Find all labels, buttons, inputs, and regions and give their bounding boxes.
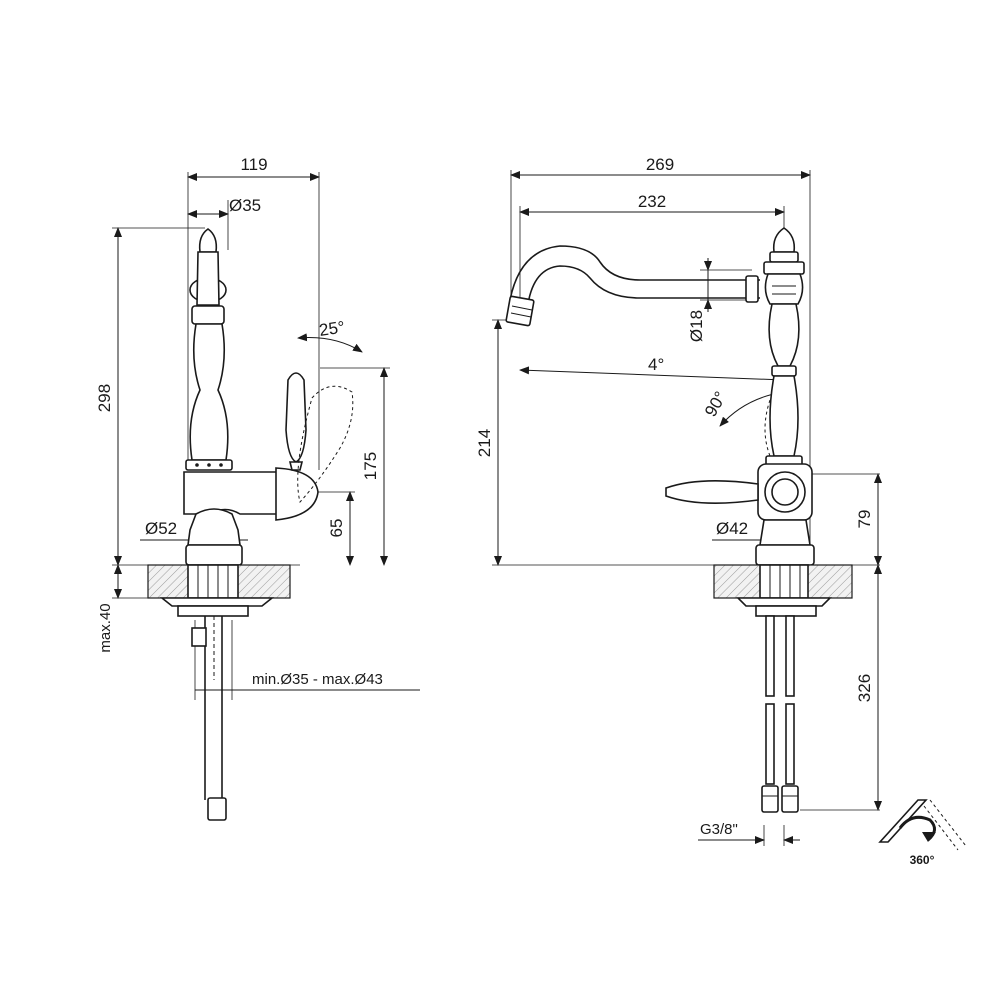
dim-thread-g38: G3/8" (700, 821, 738, 838)
dim-diameter-52: Ø52 (145, 519, 177, 538)
front-mounting-parts (736, 564, 832, 813)
dim-height-214: 214 (475, 429, 494, 457)
dim-width-232: 232 (638, 192, 666, 211)
dim-width-269: 269 (646, 155, 674, 174)
dim-diameter-42: Ø42 (716, 519, 748, 538)
side-dimension-lines (112, 173, 420, 700)
dim-height-65: 65 (327, 519, 346, 538)
dim-angle-4: 4° (648, 355, 664, 374)
dim-diameter-35: Ø35 (229, 196, 261, 215)
dim-height-175: 175 (361, 452, 380, 480)
dim-width-119: 119 (240, 155, 267, 174)
side-faucet-body (183, 228, 354, 566)
dim-hole-range: min.Ø35 - max.Ø43 (252, 671, 383, 688)
dim-angle-25: 25° (318, 318, 346, 340)
dim-angle-90: 90° (701, 388, 730, 420)
rotation-360-icon: 360° (878, 799, 967, 867)
front-view: 269 232 Ø18 4° 90° 214 Ø42 79 326 G3/8" (475, 155, 882, 846)
side-mounting-parts (159, 564, 275, 821)
front-dimension-lines (494, 171, 882, 844)
dim-height-79: 79 (855, 510, 874, 529)
front-faucet-body (505, 227, 815, 566)
dim-diameter-18: Ø18 (687, 310, 706, 342)
side-view: 119 Ø35 298 25° 175 65 Ø52 max.40 min.Ø3… (95, 155, 420, 821)
dim-max-40: max.40 (97, 603, 114, 652)
dim-height-298: 298 (95, 384, 114, 412)
dim-length-326: 326 (855, 674, 874, 702)
front-extension-lines (492, 170, 880, 846)
rotation-label: 360° (910, 853, 935, 867)
